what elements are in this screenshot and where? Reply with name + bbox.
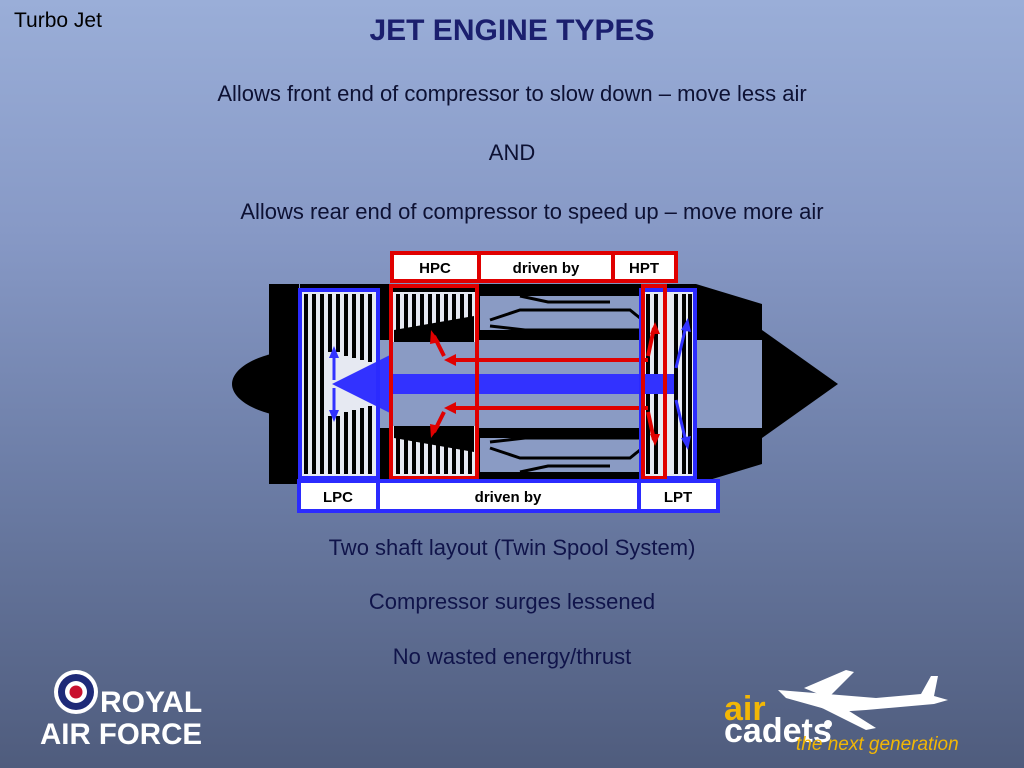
- raf-roundel-icon: [54, 670, 98, 714]
- hpt-label: HPT: [629, 260, 659, 277]
- slide-title: JET ENGINE TYPES: [369, 14, 655, 47]
- lpt-label: LPT: [664, 489, 692, 506]
- lpc-label: LPC: [323, 489, 353, 506]
- description-line-1: Allows front end of compressor to slow d…: [217, 81, 807, 106]
- air-cadets-cadets: cadets: [724, 712, 832, 750]
- hpc-label: HPC: [419, 260, 451, 277]
- lp-flow-arrows: [329, 318, 691, 450]
- hp-spool-frames: [389, 284, 667, 480]
- air-cadets-tagline: the next generation: [796, 734, 959, 755]
- raf-logo-air-force: AIR FORCE: [40, 718, 202, 750]
- hp-shaft-arrows: [430, 322, 660, 446]
- aircraft-icon: [778, 670, 948, 730]
- hp-label-bar: HPC driven by HPT: [390, 251, 678, 283]
- hp-compressor-blades: [392, 292, 476, 476]
- description-line-2: Allows rear end of compressor to speed u…: [240, 199, 824, 224]
- hp-driven-by-label: driven by: [513, 260, 580, 277]
- lp-label-bar: LPC driven by LPT: [297, 479, 720, 513]
- air-cadets-air: air: [724, 690, 766, 728]
- lp-driven-by-label: driven by: [475, 489, 542, 506]
- raf-logo: ROYAL AIR FORCE: [40, 670, 202, 750]
- air-cadets-logo: air cadets the next generation: [724, 670, 959, 755]
- bullet-two-shaft: Two shaft layout (Twin Spool System): [328, 535, 696, 560]
- bullet-surges: Compressor surges lessened: [368, 589, 656, 614]
- slide-corner-label: Turbo Jet: [14, 9, 102, 32]
- bullet-energy: No wasted energy/thrust: [392, 644, 632, 669]
- description-and: AND: [488, 140, 536, 165]
- raf-logo-royal: ROYAL: [100, 686, 202, 719]
